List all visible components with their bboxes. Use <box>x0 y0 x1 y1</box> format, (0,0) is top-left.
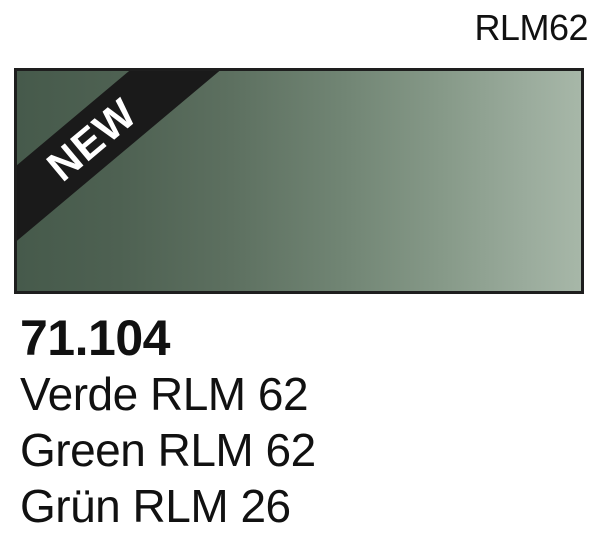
product-code: 71.104 <box>20 310 170 366</box>
product-name-english: Green RLM 62 <box>20 424 316 476</box>
product-name-german: Grün RLM 26 <box>20 480 291 532</box>
color-swatch: NEW <box>14 68 584 294</box>
rlm-code-label: RLM62 <box>474 7 588 48</box>
new-badge-label: NEW <box>37 89 146 191</box>
new-badge: NEW <box>17 71 222 256</box>
product-name-spanish: Verde RLM 62 <box>20 368 309 420</box>
product-info: 71.104 Verde RLM 62 Green RLM 62 Grün RL… <box>20 310 316 534</box>
